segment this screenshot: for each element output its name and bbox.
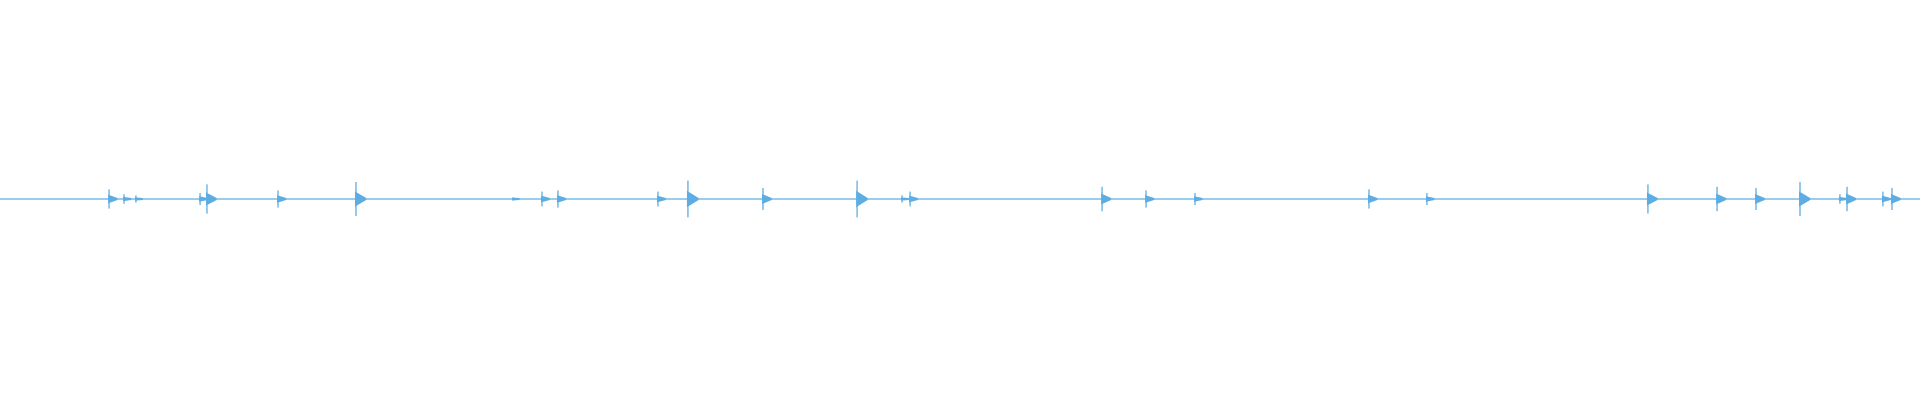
peak-decay [1890, 194, 1901, 204]
waveform-peak [1846, 186, 1857, 212]
waveform-peak [541, 191, 550, 207]
peak-decay [108, 194, 118, 204]
peak-decay [1101, 193, 1112, 205]
waveform-peak [512, 197, 520, 201]
peak-decay [686, 190, 699, 208]
waveform-peak [656, 191, 666, 207]
waveform-peak [556, 190, 567, 208]
peak-decay [1716, 193, 1727, 205]
waveform-peak [134, 195, 143, 203]
peak-decay [909, 195, 918, 203]
peak-decay [205, 192, 217, 206]
peak-decay [1799, 191, 1811, 207]
waveform-peak [123, 194, 132, 204]
peak-decay [1881, 195, 1891, 203]
peak-decay [762, 194, 772, 204]
waveform-peak [856, 180, 868, 218]
waveform-peak [1367, 189, 1378, 209]
waveform-peak [1755, 188, 1765, 210]
peak-decay [134, 197, 143, 201]
waveform-peak [199, 193, 208, 205]
peak-decay [656, 195, 666, 203]
peak-decay [856, 190, 868, 208]
waveform-peak [1145, 190, 1155, 208]
waveform-peak [686, 180, 699, 218]
peak-decay [123, 196, 132, 202]
waveform-peak [1646, 184, 1658, 214]
waveform-peak [1194, 193, 1203, 205]
waveform-peak [901, 195, 909, 203]
waveform-peaks [108, 180, 1901, 218]
waveform-peak [909, 191, 918, 207]
peak-decay [1755, 194, 1765, 204]
peak-decay [512, 197, 520, 201]
waveform-peak [1881, 191, 1891, 207]
peak-decay [1425, 196, 1435, 202]
waveform-peak [1425, 193, 1435, 205]
waveform-peak [1890, 188, 1901, 210]
peak-decay [1145, 195, 1155, 203]
peak-decay [1838, 196, 1848, 202]
waveform-peak [762, 188, 772, 210]
waveform-peak [277, 190, 287, 208]
waveform-peak [1838, 194, 1848, 204]
peak-decay [277, 195, 287, 203]
peak-decay [199, 196, 208, 202]
peak-decay [1846, 193, 1857, 205]
peak-decay [354, 191, 367, 207]
peak-decay [1194, 196, 1203, 202]
peak-decay [556, 195, 567, 203]
waveform-peak [205, 184, 217, 214]
waveform-peak [1799, 182, 1811, 216]
waveform-peak [354, 182, 367, 216]
peak-decay [1646, 192, 1658, 206]
waveform-peak [1716, 186, 1727, 212]
waveform-peak [108, 189, 118, 209]
waveform-peak [1101, 186, 1112, 212]
peak-decay [1367, 194, 1378, 204]
peak-decay [901, 197, 909, 201]
peak-decay [541, 195, 550, 203]
